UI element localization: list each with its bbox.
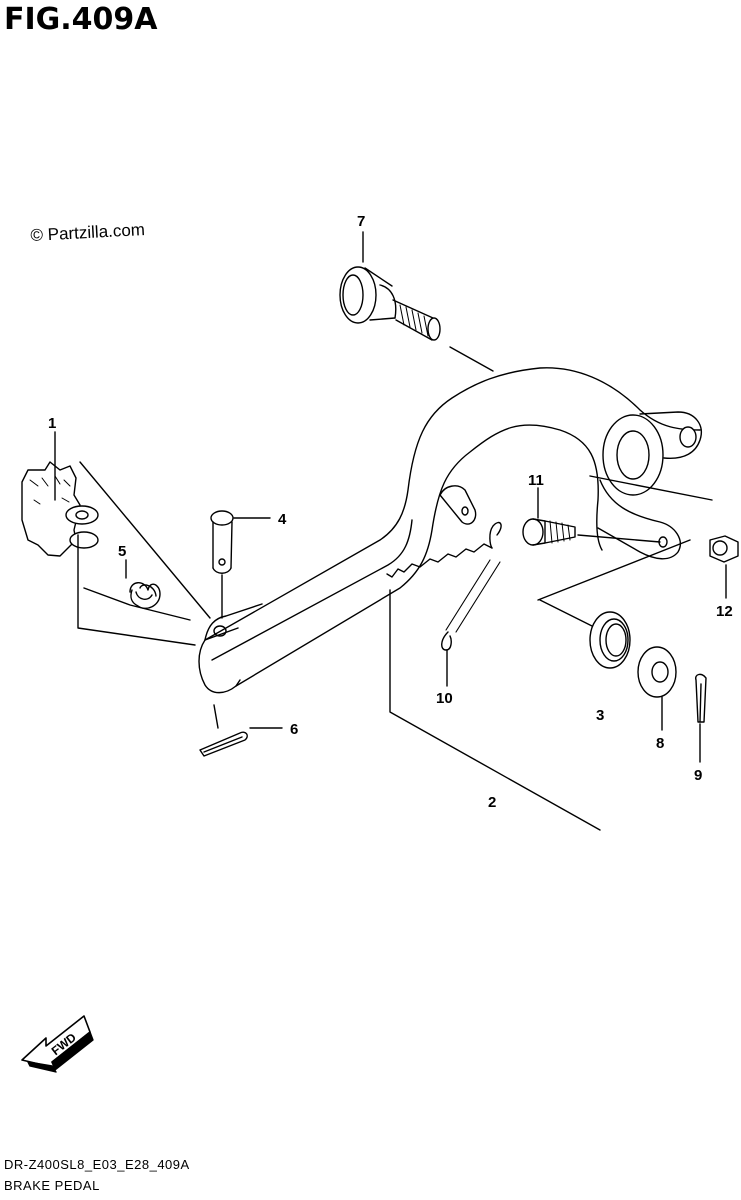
- callout-4: 4: [278, 511, 287, 528]
- part-8-washer[interactable]: [637, 646, 677, 698]
- assembly-line-6: [213, 704, 219, 729]
- callout-8: 8: [656, 735, 664, 752]
- part-11-bolt[interactable]: [522, 518, 576, 546]
- callout-12: 12: [716, 603, 733, 620]
- callout-7: 7: [357, 213, 365, 230]
- part-7-pivot-bolt[interactable]: [339, 266, 441, 341]
- part-12-nut[interactable]: [709, 535, 739, 563]
- part-10-tension-spring[interactable]: [386, 521, 502, 651]
- callout-11: 11: [528, 472, 544, 489]
- assembly-line-11: [577, 534, 661, 543]
- callout-1: 1: [48, 415, 56, 432]
- part-4-clevis-pin[interactable]: [210, 510, 234, 574]
- assembly-line-3: [539, 599, 593, 627]
- callout-3: 3: [596, 707, 604, 724]
- figure-name: BRAKE PEDAL: [4, 1178, 100, 1193]
- part-3-oil-seal[interactable]: [589, 611, 631, 669]
- figure-title: FIG.409A: [4, 2, 158, 37]
- part-5-coil-spring[interactable]: [83, 582, 191, 621]
- callout-6: 6: [290, 721, 298, 738]
- callout-5: 5: [118, 543, 126, 560]
- assembly-line-1: [77, 534, 196, 646]
- part-1-bracket[interactable]: [21, 461, 99, 557]
- part-6-cotter-pin[interactable]: [199, 731, 248, 757]
- callout-2: 2: [488, 794, 496, 811]
- assembly-line-7: [449, 346, 494, 372]
- assembly-line-12: [589, 475, 713, 501]
- assembly-line-1b: [79, 461, 211, 619]
- assembly-line-12b: [537, 539, 691, 601]
- callout-10: 10: [436, 690, 453, 707]
- leader-line-2: [389, 589, 601, 831]
- part-9-cotter-pin[interactable]: [694, 673, 707, 723]
- callout-9: 9: [694, 767, 702, 784]
- figure-code: DR-Z400SL8_E03_E28_409A: [4, 1157, 190, 1172]
- fwd-arrow-icon: FWD: [21, 1015, 94, 1073]
